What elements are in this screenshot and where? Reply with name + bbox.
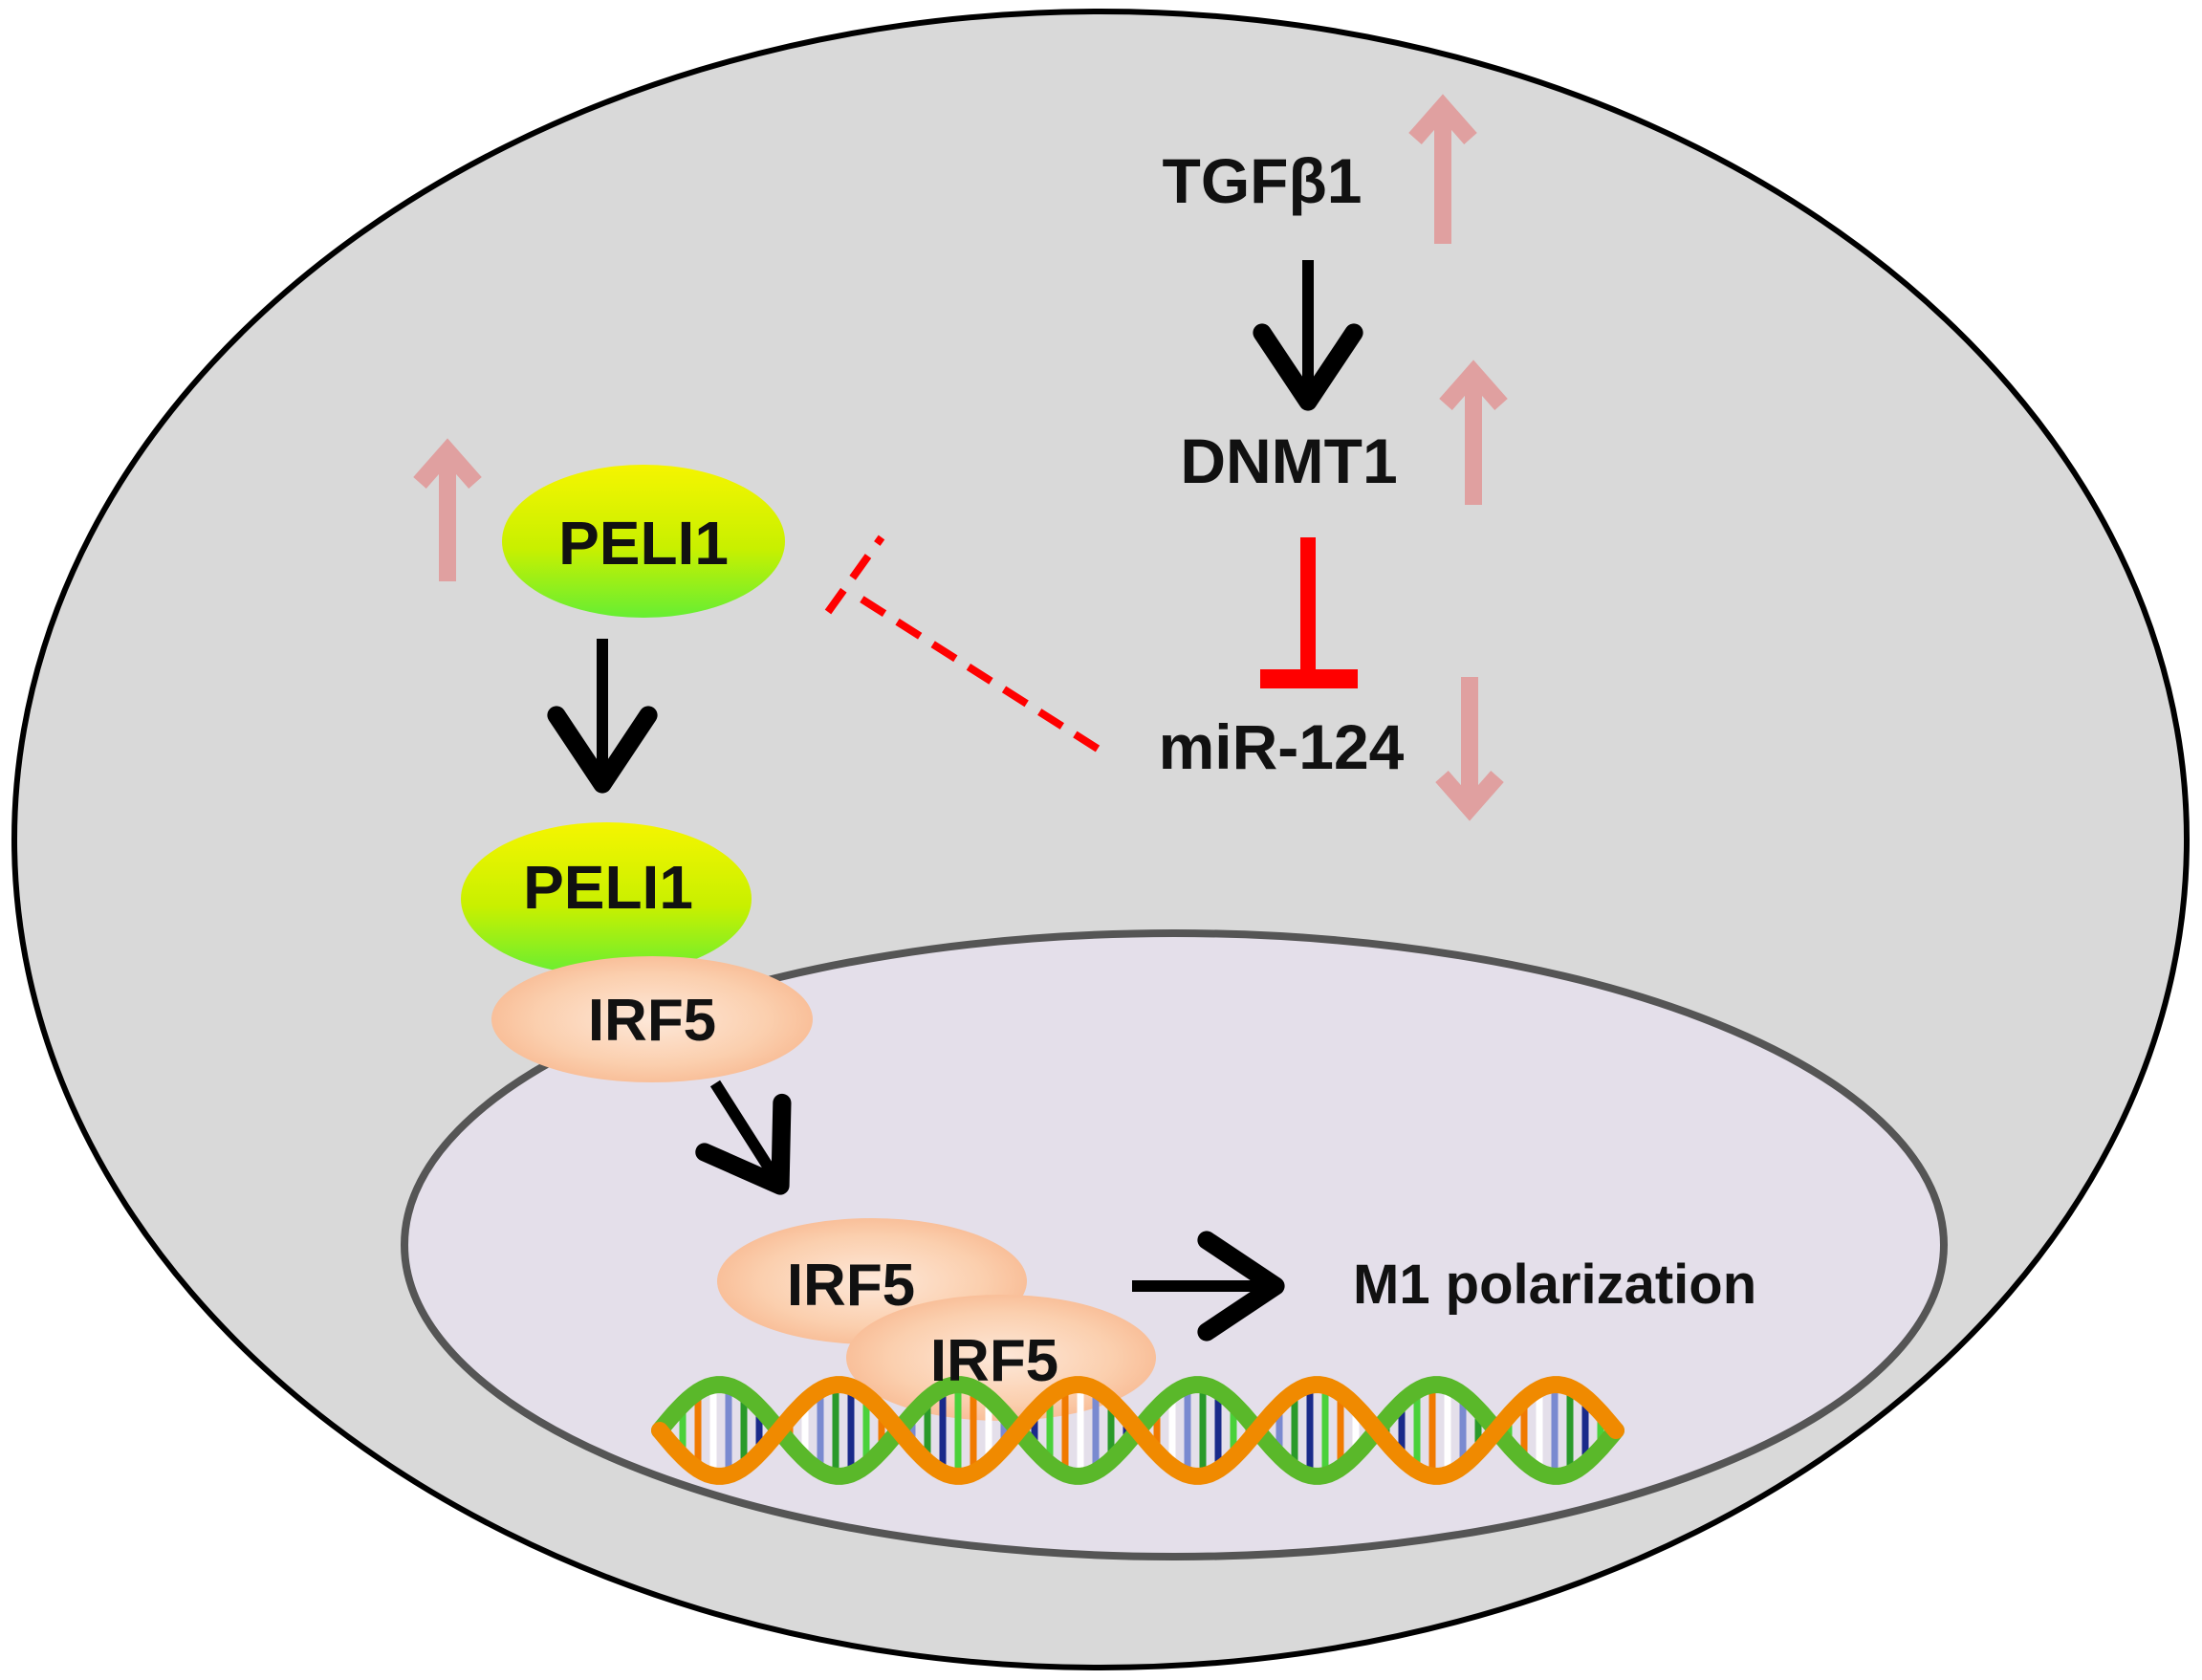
dna-double-helix [651, 1376, 1624, 1485]
label-dnmt1: DNMT1 [1180, 425, 1397, 496]
label-irf5-cytoplasm: IRF5 [588, 988, 716, 1054]
label-mir124: miR-124 [1159, 711, 1405, 782]
mir124-down-arrow [1435, 677, 1504, 821]
label-peli1-complex: PELI1 [523, 853, 693, 922]
label-peli1-top: PELI1 [558, 509, 729, 578]
irf5-cytoplasm-ellipse [491, 956, 813, 1082]
tgfb1-up-arrow [1408, 94, 1477, 244]
peli1-up-arrow [413, 438, 482, 581]
dna-strand [651, 1376, 1624, 1485]
label-irf5-nucleus-b: IRF5 [930, 1328, 1058, 1394]
dnmt1-up-arrow [1439, 360, 1508, 505]
peli1-top-ellipse [502, 465, 785, 618]
irf5-translocation-arrow [695, 1080, 792, 1195]
mir124-inhibits-peli1 [824, 535, 1101, 753]
peli1-complex-ellipse [461, 822, 752, 975]
nucleus [401, 929, 1948, 1560]
label-tgfb1: TGFβ1 [1163, 145, 1363, 216]
dnmt1-inhibits-mir124 [1260, 537, 1358, 688]
label-irf5-nucleus-a: IRF5 [787, 1253, 915, 1319]
label-m1-polarization: M1 polarization [1353, 1254, 1756, 1316]
